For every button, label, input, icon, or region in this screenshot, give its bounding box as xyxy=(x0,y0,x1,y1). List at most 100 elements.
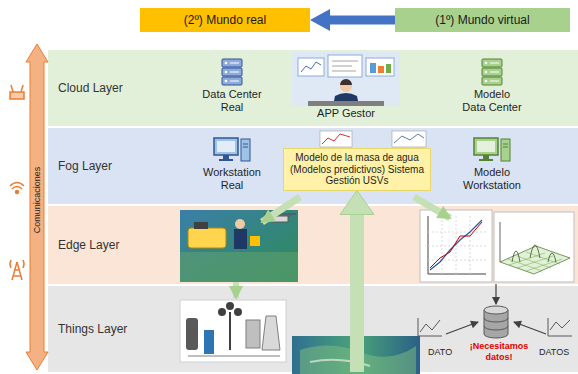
device-icon xyxy=(482,68,502,76)
device-icon xyxy=(485,62,488,65)
device-icon xyxy=(472,57,512,87)
node-label: Modelo de la masa de agua (Modelos predi… xyxy=(288,152,426,187)
data-charts xyxy=(548,318,572,336)
device-icon xyxy=(483,155,489,159)
sensor-photo xyxy=(186,318,198,350)
device-icon xyxy=(503,147,508,148)
layer-label: Fog Layer xyxy=(58,159,112,173)
operator-photo xyxy=(366,58,394,76)
node-label: (1º) Mundo virtual xyxy=(399,13,566,27)
network-icons xyxy=(12,187,22,190)
network-icons xyxy=(10,260,24,268)
node-label: APP Gestor xyxy=(292,107,400,120)
data-flow-arrows xyxy=(495,284,496,304)
sensor-photo xyxy=(218,308,226,316)
operator-photo xyxy=(292,52,400,106)
chart-thumbnails xyxy=(320,131,352,147)
device-icon xyxy=(222,59,242,67)
device-icon xyxy=(225,62,228,65)
layer-bands xyxy=(48,128,578,204)
sensor-photo xyxy=(226,302,234,310)
layer-label: Cloud Layer xyxy=(58,81,123,95)
field-photo xyxy=(288,214,292,218)
data-charts xyxy=(550,320,570,330)
layer-bands xyxy=(48,206,578,284)
world-header: (1º) Mundo virtual xyxy=(395,8,570,32)
field-photo xyxy=(194,222,208,229)
flow-arrow xyxy=(310,16,395,25)
device-icon xyxy=(479,159,493,161)
model-box: Modelo de la masa de agua (Modelos predi… xyxy=(283,148,431,191)
network-icons xyxy=(16,191,19,194)
data-label: DATOS xyxy=(539,347,569,358)
device-icon xyxy=(477,141,495,152)
layer-label: Things Layer xyxy=(58,322,127,336)
node-label: Modelo Data Center xyxy=(462,88,523,113)
model-plots xyxy=(428,274,486,275)
device-icon xyxy=(230,63,239,64)
device-icon xyxy=(212,57,252,87)
communications-arrow xyxy=(26,44,48,370)
model-plots xyxy=(500,222,501,262)
operator-photo xyxy=(328,55,362,77)
data-label: DATO xyxy=(428,347,452,358)
sensor-photo xyxy=(229,312,231,350)
model-plots xyxy=(494,212,574,282)
model-plots xyxy=(428,216,429,274)
device-icon xyxy=(474,138,498,155)
sensor-photo xyxy=(180,300,286,362)
layer-band: Fog LayerWorkstation RealModelo de la ma… xyxy=(48,128,578,204)
device-icon xyxy=(230,72,239,73)
network-icons xyxy=(11,85,13,92)
operator-photo xyxy=(301,62,321,72)
device-icon xyxy=(490,81,499,82)
layer-label: Edge Layer xyxy=(58,238,119,252)
chart-thumbnails xyxy=(322,134,350,144)
operator-photo xyxy=(370,63,376,73)
flow-arrow xyxy=(350,191,364,373)
communications-arrow xyxy=(26,44,48,370)
data-charts xyxy=(418,318,442,336)
sensor-photo xyxy=(262,316,280,350)
field-photo xyxy=(234,229,247,249)
model-plots xyxy=(430,220,482,270)
device-icon xyxy=(243,144,248,145)
data-flow-arrows xyxy=(514,322,546,334)
operator-photo xyxy=(308,101,384,106)
device-icon xyxy=(222,77,242,85)
workstation-item: Modelo Workstation xyxy=(452,135,532,191)
device-icon xyxy=(482,77,502,85)
layer-bands xyxy=(48,50,578,126)
node-label: Modelo Workstation xyxy=(462,166,523,191)
operator-photo xyxy=(340,80,352,92)
database-icon xyxy=(484,306,508,338)
operator-photo xyxy=(292,52,400,106)
operator-photo xyxy=(298,58,324,76)
operator-photo xyxy=(378,66,384,73)
network-icons xyxy=(10,92,24,99)
data-flow-arrows xyxy=(414,197,450,218)
model-plots xyxy=(500,246,570,274)
device-icon xyxy=(212,135,252,165)
communications-label: Comunicaciones xyxy=(32,165,43,236)
sensor-photo xyxy=(188,356,280,357)
operator-photo xyxy=(332,61,358,62)
device-icon xyxy=(490,72,499,73)
chart-thumbnails xyxy=(320,131,426,147)
device-icon xyxy=(225,80,228,83)
sensor-photo xyxy=(246,320,260,348)
chart-thumbnails xyxy=(392,131,426,147)
layer-band: Edge Layer xyxy=(48,206,578,284)
field-photo xyxy=(235,219,245,229)
device-icon xyxy=(225,71,228,74)
model-plots xyxy=(512,245,556,262)
app-item: APP Gestor xyxy=(292,52,400,120)
model-plots xyxy=(420,210,492,282)
field-photo xyxy=(180,252,298,282)
warning-note: ¡Necesitamos datos! xyxy=(466,341,532,363)
operator-photo xyxy=(332,71,356,72)
network-icons xyxy=(10,183,24,187)
device-icon xyxy=(490,63,499,64)
device-icon xyxy=(222,68,242,76)
